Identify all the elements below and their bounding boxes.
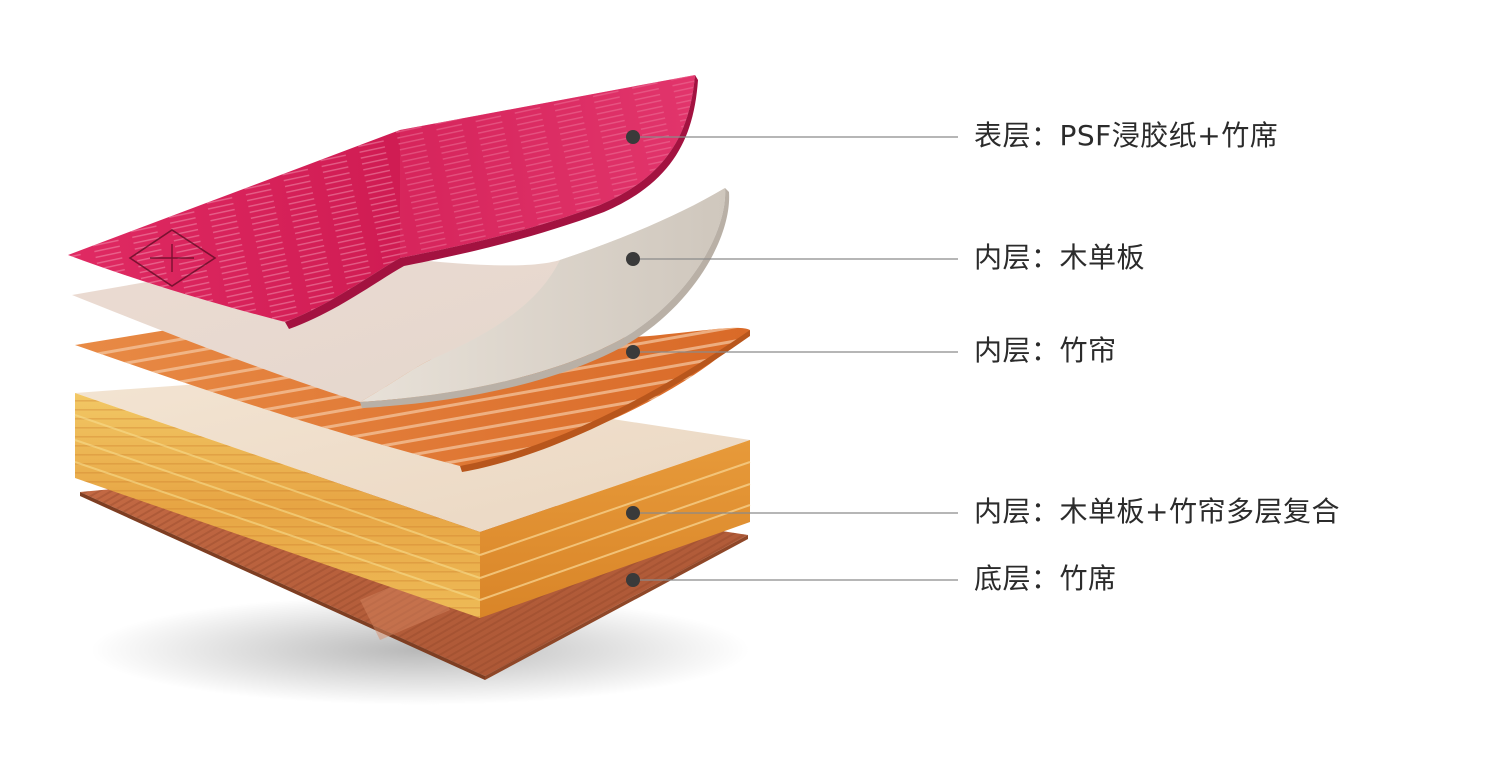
- brand-stamp-icon: [128, 229, 217, 287]
- surface-layer-shape: [68, 75, 698, 329]
- leader-lines: [626, 130, 958, 587]
- layer-label-inner1: 内层：木单板: [974, 241, 1146, 274]
- leader-dot-surface: [626, 130, 640, 144]
- layer-label-inner2: 内层：竹帘: [974, 334, 1117, 367]
- layer-label-surface: 表层：PSF浸胶纸+竹席: [974, 119, 1279, 152]
- layer-label-composite: 内层：木单板+竹帘多层复合: [974, 495, 1340, 528]
- layer-label-bottom: 底层：竹席: [974, 562, 1117, 595]
- composite-layer-shape: [74, 375, 751, 618]
- leader-dot-bottom: [626, 573, 640, 587]
- leader-dot-composite: [626, 506, 640, 520]
- leader-dot-inner2: [626, 345, 640, 359]
- veneer-layer-shape: [72, 188, 730, 408]
- leader-dot-inner1: [626, 252, 640, 266]
